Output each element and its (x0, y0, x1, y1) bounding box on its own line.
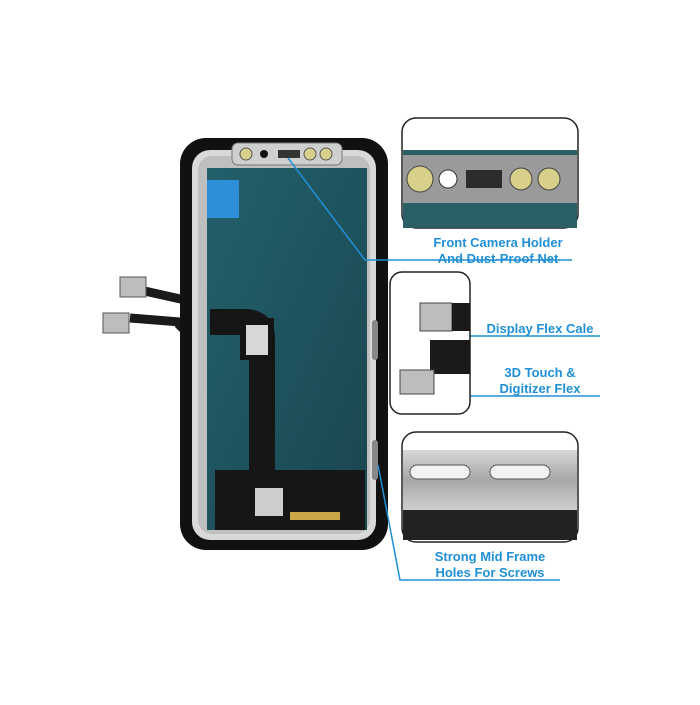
camera-holder-label: Front Camera Holder And Dust-Proof Net (408, 235, 588, 267)
inset-mid-frame (401, 431, 579, 543)
touch-flex-label-line2: Digitizer Flex (499, 381, 581, 396)
touch-flex-label: 3D Touch & Digitizer Flex (480, 365, 600, 397)
panel-flex (210, 309, 365, 530)
inset-camera (401, 117, 579, 229)
blue-sticker (207, 180, 239, 218)
mid-frame-label: Strong Mid Frame Holes For Screws (410, 549, 570, 581)
camera-holder-label-line2: And Dust-Proof Net (437, 251, 559, 266)
display-flex-label: Display Flex Cale (470, 321, 610, 337)
display-flex-label-line1: Display Flex Cale (486, 321, 594, 336)
mid-frame-label-line2: Holes For Screws (435, 565, 545, 580)
frame-holes (372, 320, 378, 480)
inset-flex (389, 271, 471, 415)
camera-holder-label-line1: Front Camera Holder (433, 235, 563, 250)
camera-bracket (231, 142, 343, 166)
touch-flex-label-line1: 3D Touch & (504, 365, 576, 380)
mid-frame-label-line1: Strong Mid Frame (434, 549, 546, 564)
